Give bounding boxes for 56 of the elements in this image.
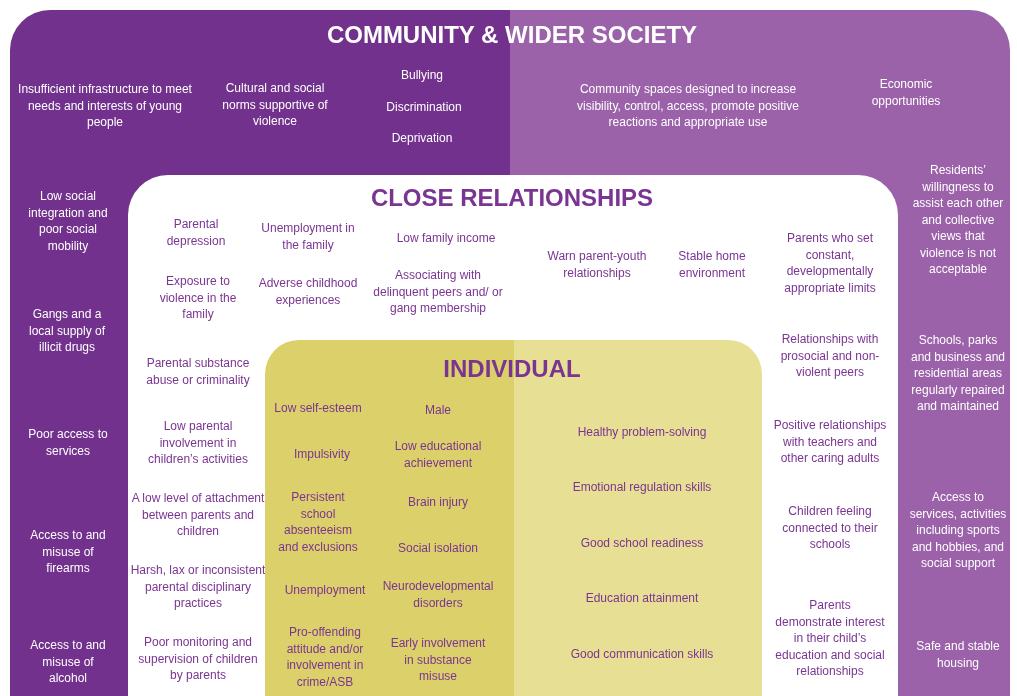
factor-label: Children feeling connected to their schools [781,503,879,553]
factor-label: Access to and misuse of alcohol [29,637,107,687]
factor-label: Community spaces designed to increase visibility, control, access, promote positive reactions and appropriate use [576,81,800,131]
factor-label: Warn parent-youth relationships [547,247,647,281]
factor-label: Harsh, lax or inconsistent parental disciplinary practices [130,562,266,612]
factor-label: Safe and stable housing [915,637,1001,671]
factor-label: Emotional regulation skills [571,478,713,496]
factor-label: Social isolation [396,539,479,557]
factor-label: Access to services, activities including sports and hobbies, and social support [908,488,1008,572]
factor-label: Positive relationships with teachers and other caring adults [772,417,888,467]
factor-label: Low family income [395,229,497,247]
factor-label: Parents who set constant, developmentally appropriate limits [783,230,877,296]
factor-label: Low self-esteem [273,399,363,417]
factor-label: Deprivation [390,129,454,147]
factor-label: Economic opportunities [870,75,942,109]
factor-label: Parental substance abuse or criminality [145,354,251,388]
factor-label: Residents’ willingness to assist each other and collective views that violence is not acceptable [911,162,1005,278]
factor-label: Relationships with prosocial and non-violent peers [779,331,881,381]
band-title: COMMUNITY & WIDER SOCIETY [326,21,698,49]
factor-label: Poor access to services [27,425,109,459]
factor-label: Impulsivity [293,445,351,463]
factor-label: Poor monitoring and supervision of children by parents [138,634,258,684]
factor-label: Low parental involvement in children’s activities [147,418,249,468]
factor-label: Male [424,401,452,419]
factor-label: Low social integration and poor social mobility [27,188,109,254]
band-title: INDIVIDUAL [443,355,581,383]
factor-label: Parental depression [165,215,227,249]
factor-label: Early involvement in substance misuse [390,635,486,685]
factor-label: Neurodevelopmental disorders [381,577,495,611]
factor-label: Brain injury [407,493,469,511]
factor-label: Pro-offending attitude and/or involvement in crime/ASB [285,624,365,690]
factor-label: A low level of attachment between parents and children [130,490,266,540]
factor-label: Bullying [400,66,444,84]
band-title: CLOSE RELATIONSHIPS [370,184,654,212]
factor-label: Low educational achievement [393,437,483,471]
factor-label: Education attainment [584,589,700,607]
factor-label: Unemployment in the family [260,219,356,253]
factor-label: Good school readiness [579,534,705,552]
factor-label: Healthy problem-solving [576,423,708,441]
factor-label: Persistent school absenteeism and exclusions [277,489,359,555]
factor-label: Stable home environment [677,247,747,281]
factor-label: Insufficient infrastructure to meet needs and interests of young people [17,81,193,131]
factor-label: Gangs and a local supply of illicit drugs [27,306,106,356]
band-panel [128,175,898,696]
factor-label: Exposure to violence in the family [158,273,238,323]
factor-label: Associating with delinquent peers and/ or gang membership [372,267,504,317]
factor-label: Adverse childhood experiences [258,274,358,308]
band-panel [10,10,1010,696]
band-panel [265,340,762,696]
factor-label: Discrimination [385,98,463,116]
factor-label: Parents demonstrate interest in their child’s education and social relationships [775,596,885,680]
factor-label: Schools, parks and business and residential areas regularly repaired and maintained [909,331,1007,415]
factor-label: Good communication skills [569,645,715,663]
factor-label: Cultural and social norms supportive of violence [221,80,329,130]
factor-label: Unemployment [283,581,367,599]
factor-label: Access to and misuse of firearms [29,527,107,577]
